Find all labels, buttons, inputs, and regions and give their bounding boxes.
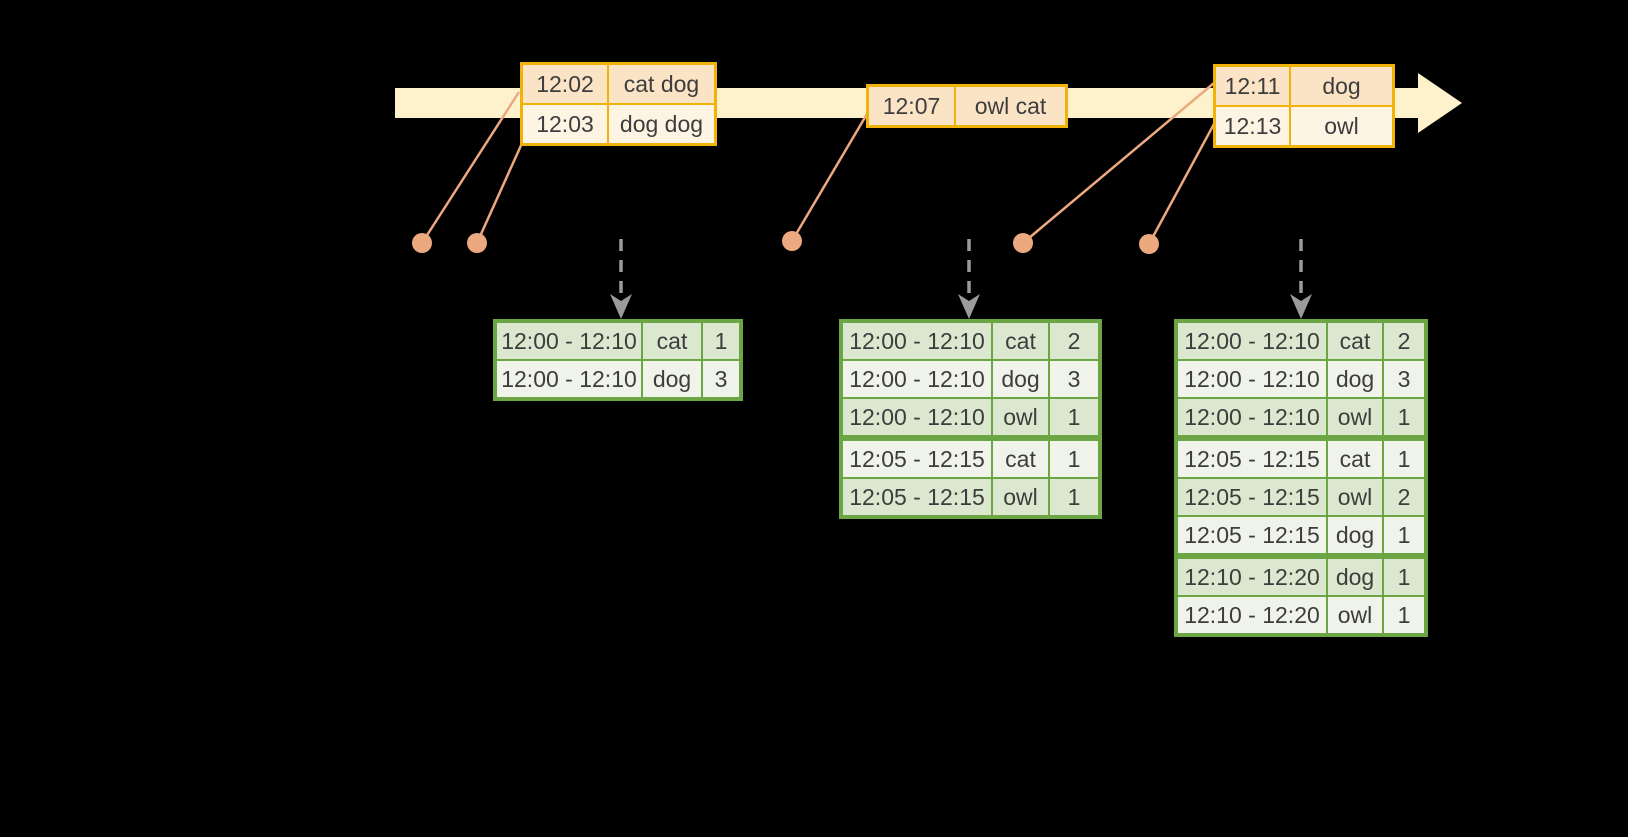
count-cell: 1 [1048, 441, 1098, 477]
event-time-cell: 12:07 [869, 87, 954, 125]
word-cell: dog [991, 361, 1048, 397]
event-words-cell: owl [1289, 107, 1392, 145]
word-cell: dog [1326, 361, 1382, 397]
word-cell: owl [991, 399, 1048, 435]
event-dot [1139, 234, 1159, 254]
word-cell: dog [641, 361, 701, 397]
window-cell: 12:05 - 12:15 [1178, 517, 1326, 553]
window-cell: 12:00 - 12:10 [1178, 399, 1326, 435]
word-cell: dog [1326, 517, 1382, 553]
event-connector-lines [420, 82, 1216, 245]
window-cell: 12:05 - 12:15 [843, 479, 991, 515]
window-cell: 12:00 - 12:10 [497, 323, 641, 359]
timeline-arrowhead-icon [1418, 73, 1462, 133]
event-line [790, 113, 869, 242]
window-cell: 12:05 - 12:15 [843, 441, 991, 477]
window-cell: 12:00 - 12:10 [497, 361, 641, 397]
count-cell: 1 [1048, 399, 1098, 435]
count-cell: 1 [1382, 597, 1424, 633]
word-cell: cat [991, 441, 1048, 477]
window-cell: 12:00 - 12:10 [843, 361, 991, 397]
count-cell: 1 [1382, 559, 1424, 595]
window-cell: 12:05 - 12:15 [1178, 479, 1326, 515]
event-dot [412, 233, 432, 253]
count-cell: 2 [1382, 479, 1424, 515]
trigger-arrowhead-icon [610, 294, 632, 319]
word-cell: dog [1326, 559, 1382, 595]
window-cell: 12:00 - 12:10 [1178, 323, 1326, 359]
count-cell: 1 [1048, 479, 1098, 515]
window-cell: 12:10 - 12:20 [1178, 559, 1326, 595]
event-words-cell: dog dog [607, 105, 714, 143]
event-dot [782, 231, 802, 251]
count-cell: 1 [701, 323, 739, 359]
event-dots [412, 231, 1159, 254]
word-cell: cat [1326, 323, 1382, 359]
word-cell: owl [1326, 597, 1382, 633]
event-dot [1013, 233, 1033, 253]
count-cell: 3 [1382, 361, 1424, 397]
event-time-cell: 12:03 [523, 105, 607, 143]
count-cell: 2 [1048, 323, 1098, 359]
window-cell: 12:00 - 12:10 [1178, 361, 1326, 397]
event-line [1022, 82, 1215, 244]
trigger-arrowhead-icon [1290, 294, 1312, 319]
trigger-arrowhead-icon [958, 294, 980, 319]
window-cell: 12:00 - 12:10 [843, 399, 991, 435]
event-line [1147, 123, 1216, 245]
count-cell: 2 [1382, 323, 1424, 359]
event-words-cell: owl cat [954, 87, 1065, 125]
event-dot [467, 233, 487, 253]
count-cell: 3 [1048, 361, 1098, 397]
event-time-cell: 12:02 [523, 65, 607, 103]
word-cell: cat [641, 323, 701, 359]
word-cell: owl [991, 479, 1048, 515]
word-cell: cat [991, 323, 1048, 359]
count-cell: 1 [1382, 399, 1424, 435]
trigger-arrows [610, 239, 1312, 319]
count-cell: 1 [1382, 441, 1424, 477]
event-words-cell: cat dog [607, 65, 714, 103]
event-line [475, 140, 525, 244]
window-cell: 12:05 - 12:15 [1178, 441, 1326, 477]
event-time-cell: 12:11 [1216, 67, 1289, 105]
count-cell: 3 [701, 361, 739, 397]
event-line [420, 91, 521, 244]
window-cell: 12:00 - 12:10 [843, 323, 991, 359]
word-cell: owl [1326, 399, 1382, 435]
event-words-cell: dog [1289, 67, 1392, 105]
count-cell: 1 [1382, 517, 1424, 553]
word-cell: cat [1326, 441, 1382, 477]
word-cell: owl [1326, 479, 1382, 515]
window-cell: 12:10 - 12:20 [1178, 597, 1326, 633]
event-time-cell: 12:13 [1216, 107, 1289, 145]
